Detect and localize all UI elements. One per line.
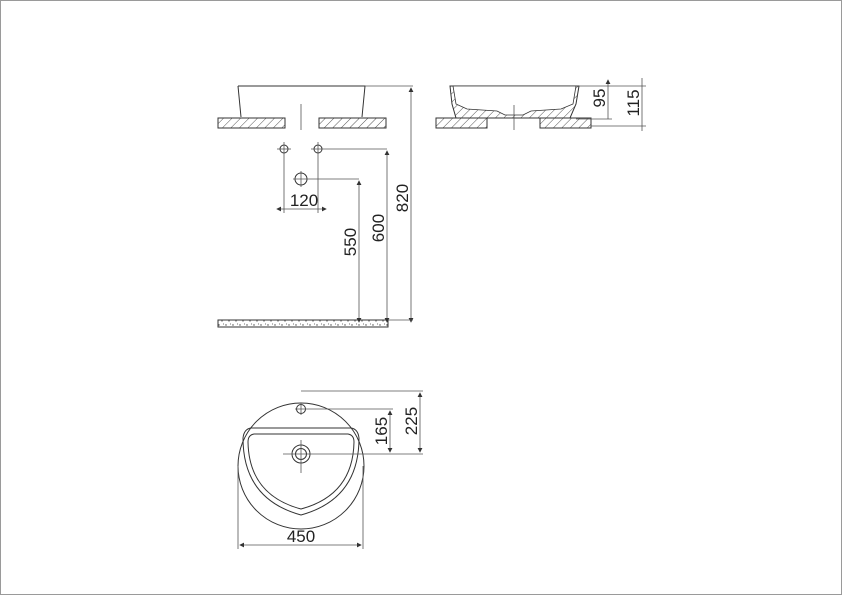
dim-label-95: 95 — [590, 89, 609, 108]
top-view: 165 225 450 — [237, 390, 423, 549]
countertop-left-side — [435, 117, 488, 129]
dim-label-165: 165 — [372, 417, 391, 445]
countertop-left — [217, 117, 286, 129]
basin-bowl — [242, 427, 360, 516]
tap-hole-left — [277, 142, 291, 213]
dim-label-120: 120 — [290, 191, 318, 210]
dim-label-550: 550 — [341, 228, 360, 256]
countertop-right-side — [539, 117, 592, 129]
dim-label-115: 115 — [624, 89, 643, 116]
waste-outlet — [293, 171, 359, 187]
front-view: 120 550 600 820 — [217, 85, 414, 328]
dim-label-450: 450 — [287, 527, 315, 546]
dim-label-600: 600 — [369, 214, 388, 242]
floor — [217, 319, 389, 328]
side-view: 95 115 — [435, 78, 646, 131]
basin-front-outline — [237, 85, 366, 118]
dim-label-225: 225 — [402, 407, 421, 435]
drain — [283, 440, 423, 473]
tap-hole-right — [311, 142, 387, 213]
tap-hole-top — [295, 403, 393, 415]
dim-label-820: 820 — [393, 184, 412, 212]
countertop-right — [318, 117, 387, 129]
